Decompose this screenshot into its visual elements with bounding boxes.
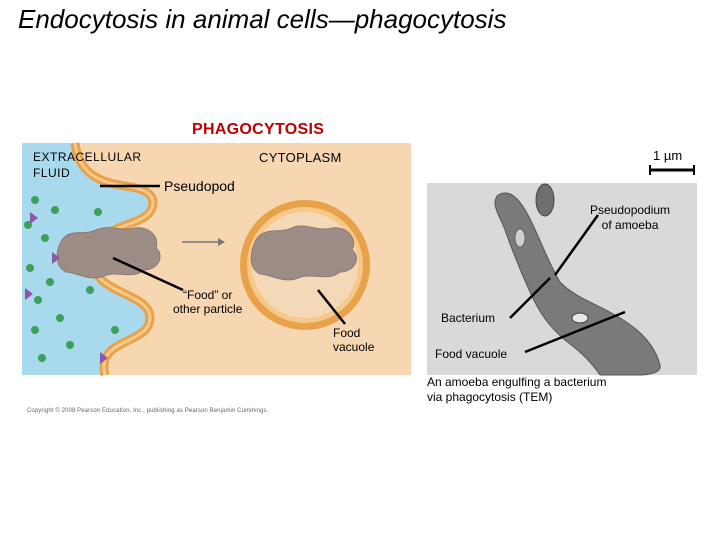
extracellular-fluid-label: EXTRACELLULAR FLUID [33, 149, 142, 181]
food-vacuole-line2: vacuole [333, 340, 375, 354]
copyright-notice: Copyright © 2008 Pearson Education, Inc.… [27, 408, 269, 414]
diagram-heading: PHAGOCYTOSIS [192, 121, 325, 138]
extracellular-molecules [24, 196, 119, 364]
extracellular-line2: FLUID [33, 166, 71, 180]
slide-title: Endocytosis in animal cells—phagocytosis [18, 4, 507, 34]
vacuole-particle-shape [250, 225, 357, 281]
food-particle-shape [56, 227, 161, 279]
pseudopodium-line1: Pseudopodium [590, 203, 671, 217]
food-vacuole-label: Food vacuole [333, 326, 374, 354]
process-arrowhead [218, 238, 225, 246]
bacterium-label: Bacterium [441, 311, 496, 325]
pseudopod-label: Pseudopod [164, 178, 235, 194]
pseudopodium-label: Pseudopodium of amoeba [590, 203, 670, 233]
food-particle-line2: other particle [173, 302, 243, 316]
pseudopodium-pointer [553, 214, 600, 276]
bacterium-shape [535, 183, 555, 217]
extracellular-line1: EXTRACELLULAR [33, 150, 142, 164]
vacuole-pointer [317, 289, 346, 325]
pseudopodium-line2: of amoeba [601, 218, 659, 232]
cytoplasm-label: CYTOPLASM [259, 150, 342, 165]
food-vacuole-line1: Food [333, 326, 361, 340]
vacuole-tem-2 [514, 228, 526, 248]
amoeba-pseudopodium [494, 192, 661, 376]
bacterium-pointer [509, 277, 551, 319]
food-vacuole-tem [571, 312, 589, 324]
caption-line1: An amoeba engulfing a bacterium [427, 375, 607, 389]
food-particle-label: “Food” or other particle [173, 288, 242, 316]
food-vacuole-tem-pointer [524, 310, 626, 354]
tem-food-vacuole-label: Food vacuole [435, 347, 508, 361]
caption-line2: via phagocytosis (TEM) [427, 390, 553, 404]
scale-bar-label: 1 µm [653, 148, 683, 163]
tem-micrograph [427, 183, 697, 375]
food-particle-line1: “Food” or [183, 288, 233, 302]
particle-pointer [112, 256, 184, 292]
micrograph-caption: An amoeba engulfing a bacterium via phag… [427, 375, 606, 405]
